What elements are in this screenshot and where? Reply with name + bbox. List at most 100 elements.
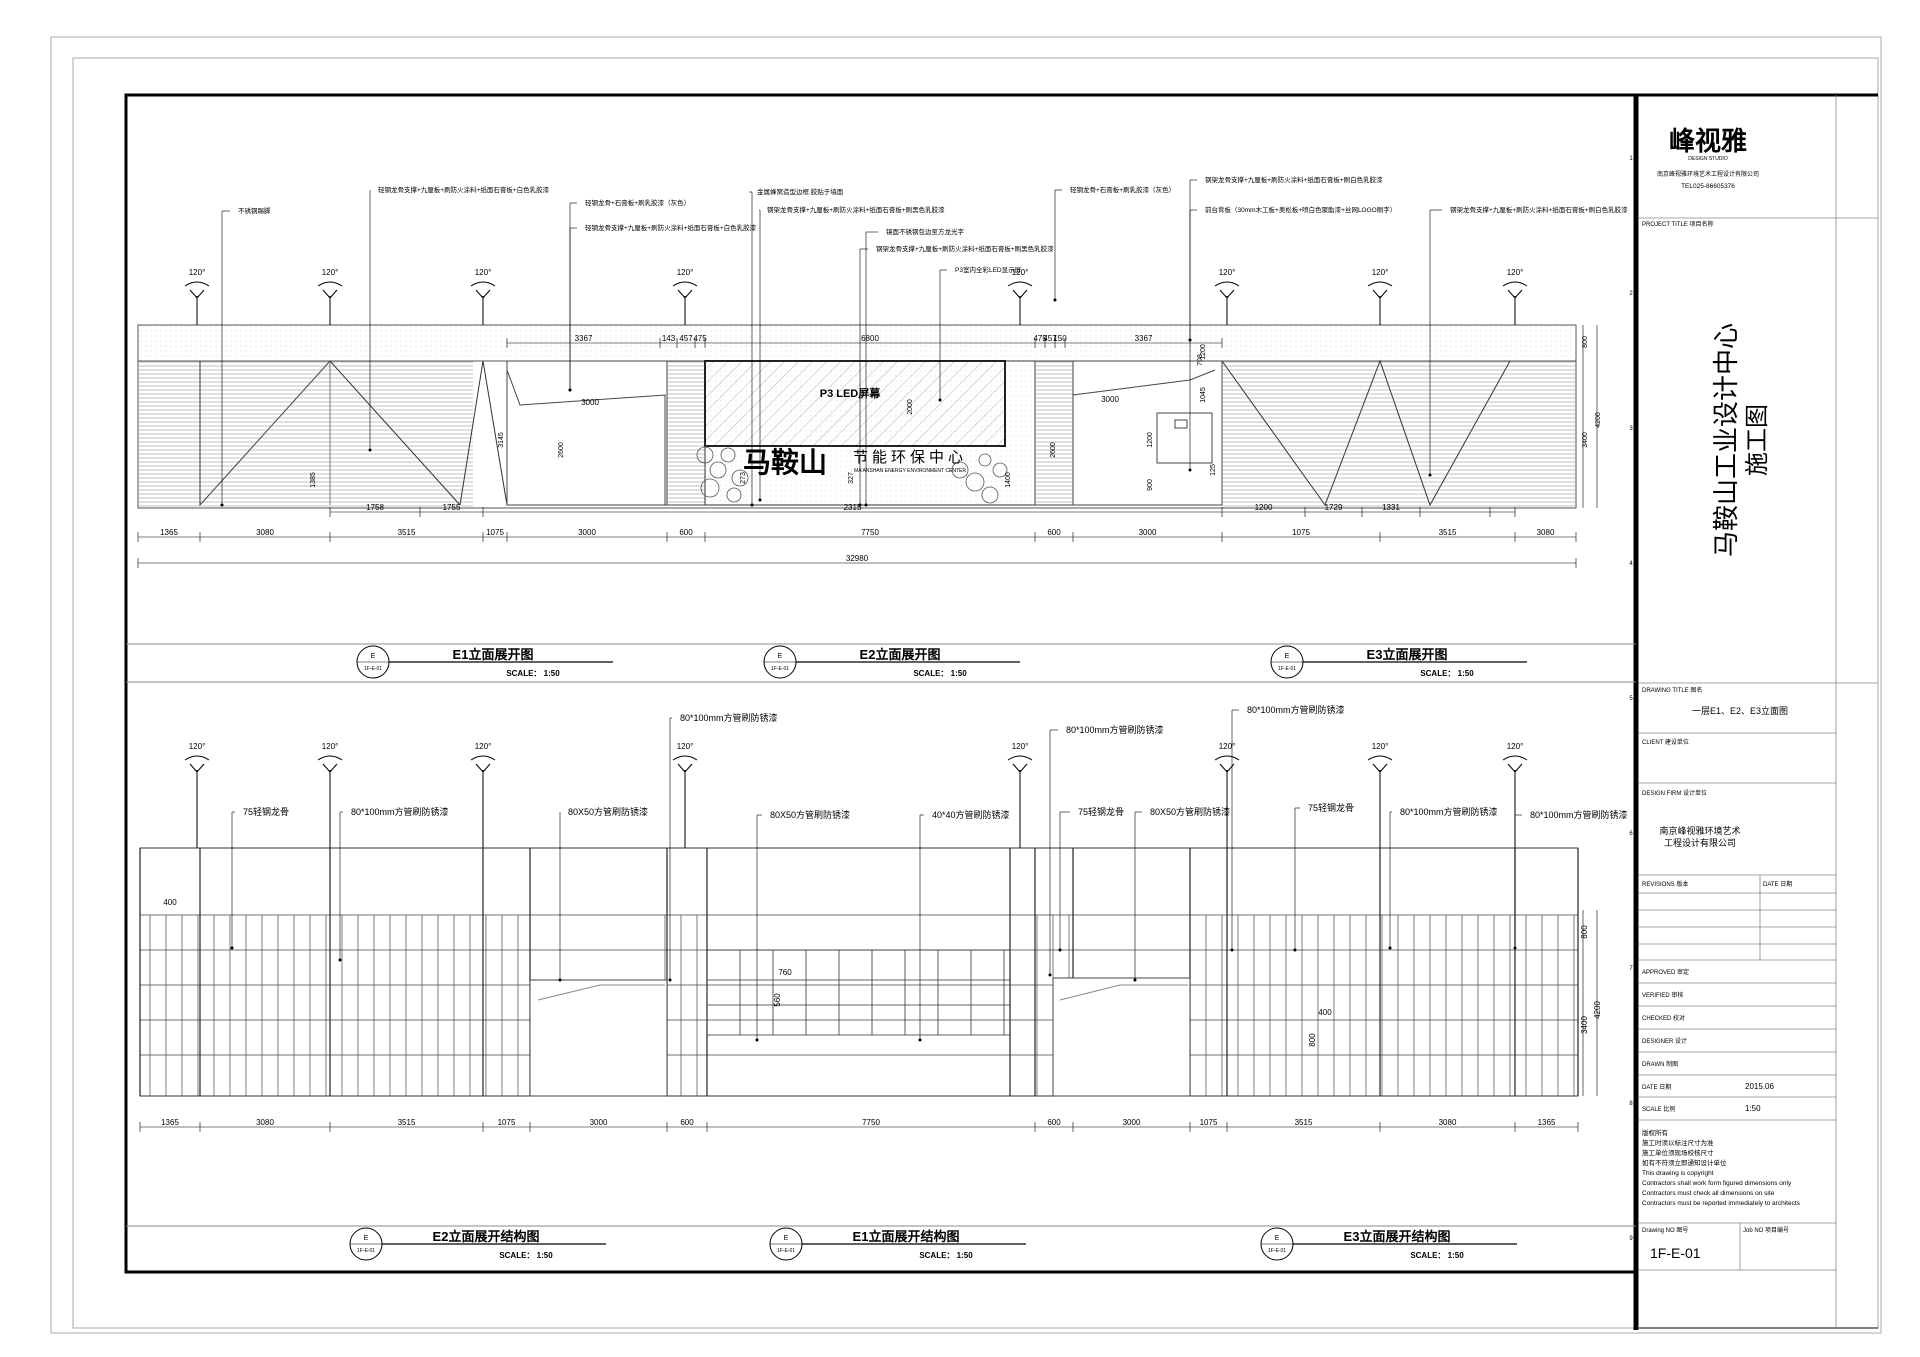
verified-row: VERIFIED 审核 [1642, 991, 1683, 999]
date-col-label: DATE 日期 [1763, 880, 1792, 888]
dimension-label: 273 [740, 472, 747, 484]
note-line: This drawing is copyright [1642, 1170, 1714, 1177]
material-callout: 前台背板（30mm木工板+奥松板+喷白色聚酯漆+丝网LOGO刷字） [1205, 205, 1396, 214]
inner-frame [72, 57, 1879, 1329]
dimension-label: 3000 [1101, 395, 1119, 404]
copyright-notes: 版权所有施工时须以标注尺寸为准施工单位须现场校核尺寸如有不符须立即通知设计单位T… [1642, 1128, 1801, 1207]
spotlight-icon: 120° [184, 268, 210, 325]
section-bubble-sheet: 1F-E-01 [364, 666, 382, 672]
beam-angle-label: 120° [189, 742, 206, 751]
dimension-label: 1758 [366, 503, 384, 512]
beam-angle-label: 120° [1372, 742, 1389, 751]
beam-angle-label: 120° [1372, 268, 1389, 277]
note-line: 如有不符须立即通知设计单位 [1642, 1158, 1727, 1167]
view-title: E 1F-E-01 E2立面展开结构图 SCALE： 1:50 [349, 1227, 606, 1261]
material-callout: 80X50方管刷防锈漆 [568, 806, 648, 817]
dimension-label: 2600 [558, 442, 565, 458]
spotlight-icon: 120° [672, 268, 698, 325]
dimension-label: 457 [679, 334, 693, 343]
section-bubble-letter: E [778, 653, 783, 660]
dimension-label: 800 [1580, 925, 1589, 939]
dimension-label: 1385 [310, 472, 317, 488]
note-line: 施工时须以标注尺寸为准 [1642, 1138, 1714, 1147]
dimension-label: 1200 [1255, 503, 1273, 512]
view-scale-text: SCALE： 1:50 [499, 1251, 553, 1260]
view-scale-text: SCALE： 1:50 [506, 669, 560, 678]
row-number: 9 [1629, 1236, 1633, 1242]
dimension-label: 1365 [161, 1118, 179, 1127]
view-title-text: E2立面展开图 [860, 647, 941, 662]
material-callout: 80*100mm方管刷防锈漆 [1400, 806, 1498, 817]
beam-angle-label: 120° [677, 268, 694, 277]
approved-row: APPROVED 审定 [1642, 968, 1689, 976]
row-number: 6 [1629, 831, 1633, 837]
dimension-label: 327 [848, 472, 855, 484]
svg-text:峰视雅: 峰视雅 [1669, 126, 1747, 156]
dimension-label: 3400 [1580, 1016, 1589, 1034]
spotlight-icon: 120° [1007, 268, 1033, 325]
dimension-label: 143 [662, 334, 676, 343]
dimension-label: 3000 [590, 1118, 608, 1127]
dimension-label: 3080 [256, 1118, 274, 1127]
section-bubble-sheet: 1F-E-01 [357, 1248, 375, 1254]
view-title-text: E3立面展开图 [1367, 647, 1448, 662]
dimension-label: 3515 [1295, 1118, 1313, 1127]
company-tel: TEL025-86605376 [1681, 183, 1735, 190]
spotlight-icon: 120° [1214, 268, 1240, 325]
section-bubble-letter: E [364, 1235, 369, 1242]
dimension-label: 6800 [861, 334, 879, 343]
material-callout: 钢架龙骨支撑+九厘板+刷防火涂料+纸面石膏板+刷黑色乳胶漆 [767, 205, 945, 214]
spotlight-row-top: 120° 120° 120° 120° 120° 120° 120° 120° [184, 268, 1528, 325]
design-firm-label: DESIGN FIRM 设计单位 [1642, 789, 1707, 797]
spotlight-icon: 120° [317, 268, 343, 325]
material-callout: 80*100mm方管刷防锈漆 [1066, 724, 1164, 735]
spotlight-icon: 120° [672, 742, 698, 848]
elevation-e1-e3: P3 LED屏幕 马鞍山 节能环保中心 MA'ANSHAN ENERGY ENV… [137, 324, 1577, 509]
beam-angle-label: 120° [475, 268, 492, 277]
dimension-label: 3400 [1582, 432, 1589, 448]
spotlight-icon: 120° [1367, 742, 1393, 848]
dimension-label: 3367 [575, 334, 593, 343]
dimension-label: 125 [1210, 464, 1217, 476]
dimension-label: 2000 [907, 399, 914, 415]
beam-angle-label: 120° [1507, 268, 1524, 277]
note-line: Contractors shall work form figured dime… [1642, 1180, 1792, 1187]
material-callout: 钢架龙骨支撑+九厘板+刷防火涂料+纸面石膏板+刷黑色乳胶漆 [876, 244, 1054, 253]
spotlight-icon: 120° [1502, 268, 1528, 325]
material-callout: 80*100mm方管刷防锈漆 [680, 712, 778, 723]
material-callout: 镜面不锈钢包边至方龙光字 [886, 227, 965, 236]
dimension-label: 475 [1033, 334, 1047, 343]
view-scale-text: SCALE： 1:50 [1420, 669, 1474, 678]
beam-angle-label: 120° [1012, 742, 1029, 751]
dimension-label: 1365 [1538, 1118, 1556, 1127]
callout-group-top: 不锈钢踢脚轻钢龙骨支撑+九厘板+刷防火涂料+纸面石膏板+白色乳胶漆轻钢龙骨+石膏… [220, 175, 1628, 507]
row-number: 1 [1629, 156, 1633, 162]
dimension-label: 1200 [1200, 344, 1207, 360]
dimension-label: 560 [773, 993, 782, 1007]
dimension-label: 7750 [862, 1118, 880, 1127]
material-callout: 75轻钢龙骨 [1078, 806, 1124, 817]
dimension-label: 457 [1043, 334, 1057, 343]
dimension-label: 1365 [160, 528, 178, 537]
view-title-text: E2立面展开结构图 [433, 1229, 540, 1244]
drawing-no-label: Drawing NO 图号 [1642, 1227, 1688, 1234]
led-screen-label: P3 LED屏幕 [820, 386, 882, 400]
material-callout: 钢架龙骨支撑+九厘板+刷防火涂料+纸面石膏板+刷白色乳胶漆 [1205, 175, 1383, 184]
spotlight-icon: 120° [184, 742, 210, 848]
row-number: 2 [1629, 291, 1633, 297]
view-scale-text: SCALE： 1:50 [913, 669, 967, 678]
dimension-label: 760 [778, 968, 792, 977]
material-callout: 75轻钢龙骨 [243, 806, 289, 817]
dimension-label: 1200 [1147, 432, 1154, 448]
dimension-label: 4200 [1593, 1001, 1602, 1019]
section-bubble-sheet: 1F-E-01 [771, 666, 789, 672]
steel-frame-grid [139, 848, 1579, 1097]
dimension-label: 1075 [498, 1118, 516, 1127]
dimension-label: 1400 [1005, 472, 1012, 488]
